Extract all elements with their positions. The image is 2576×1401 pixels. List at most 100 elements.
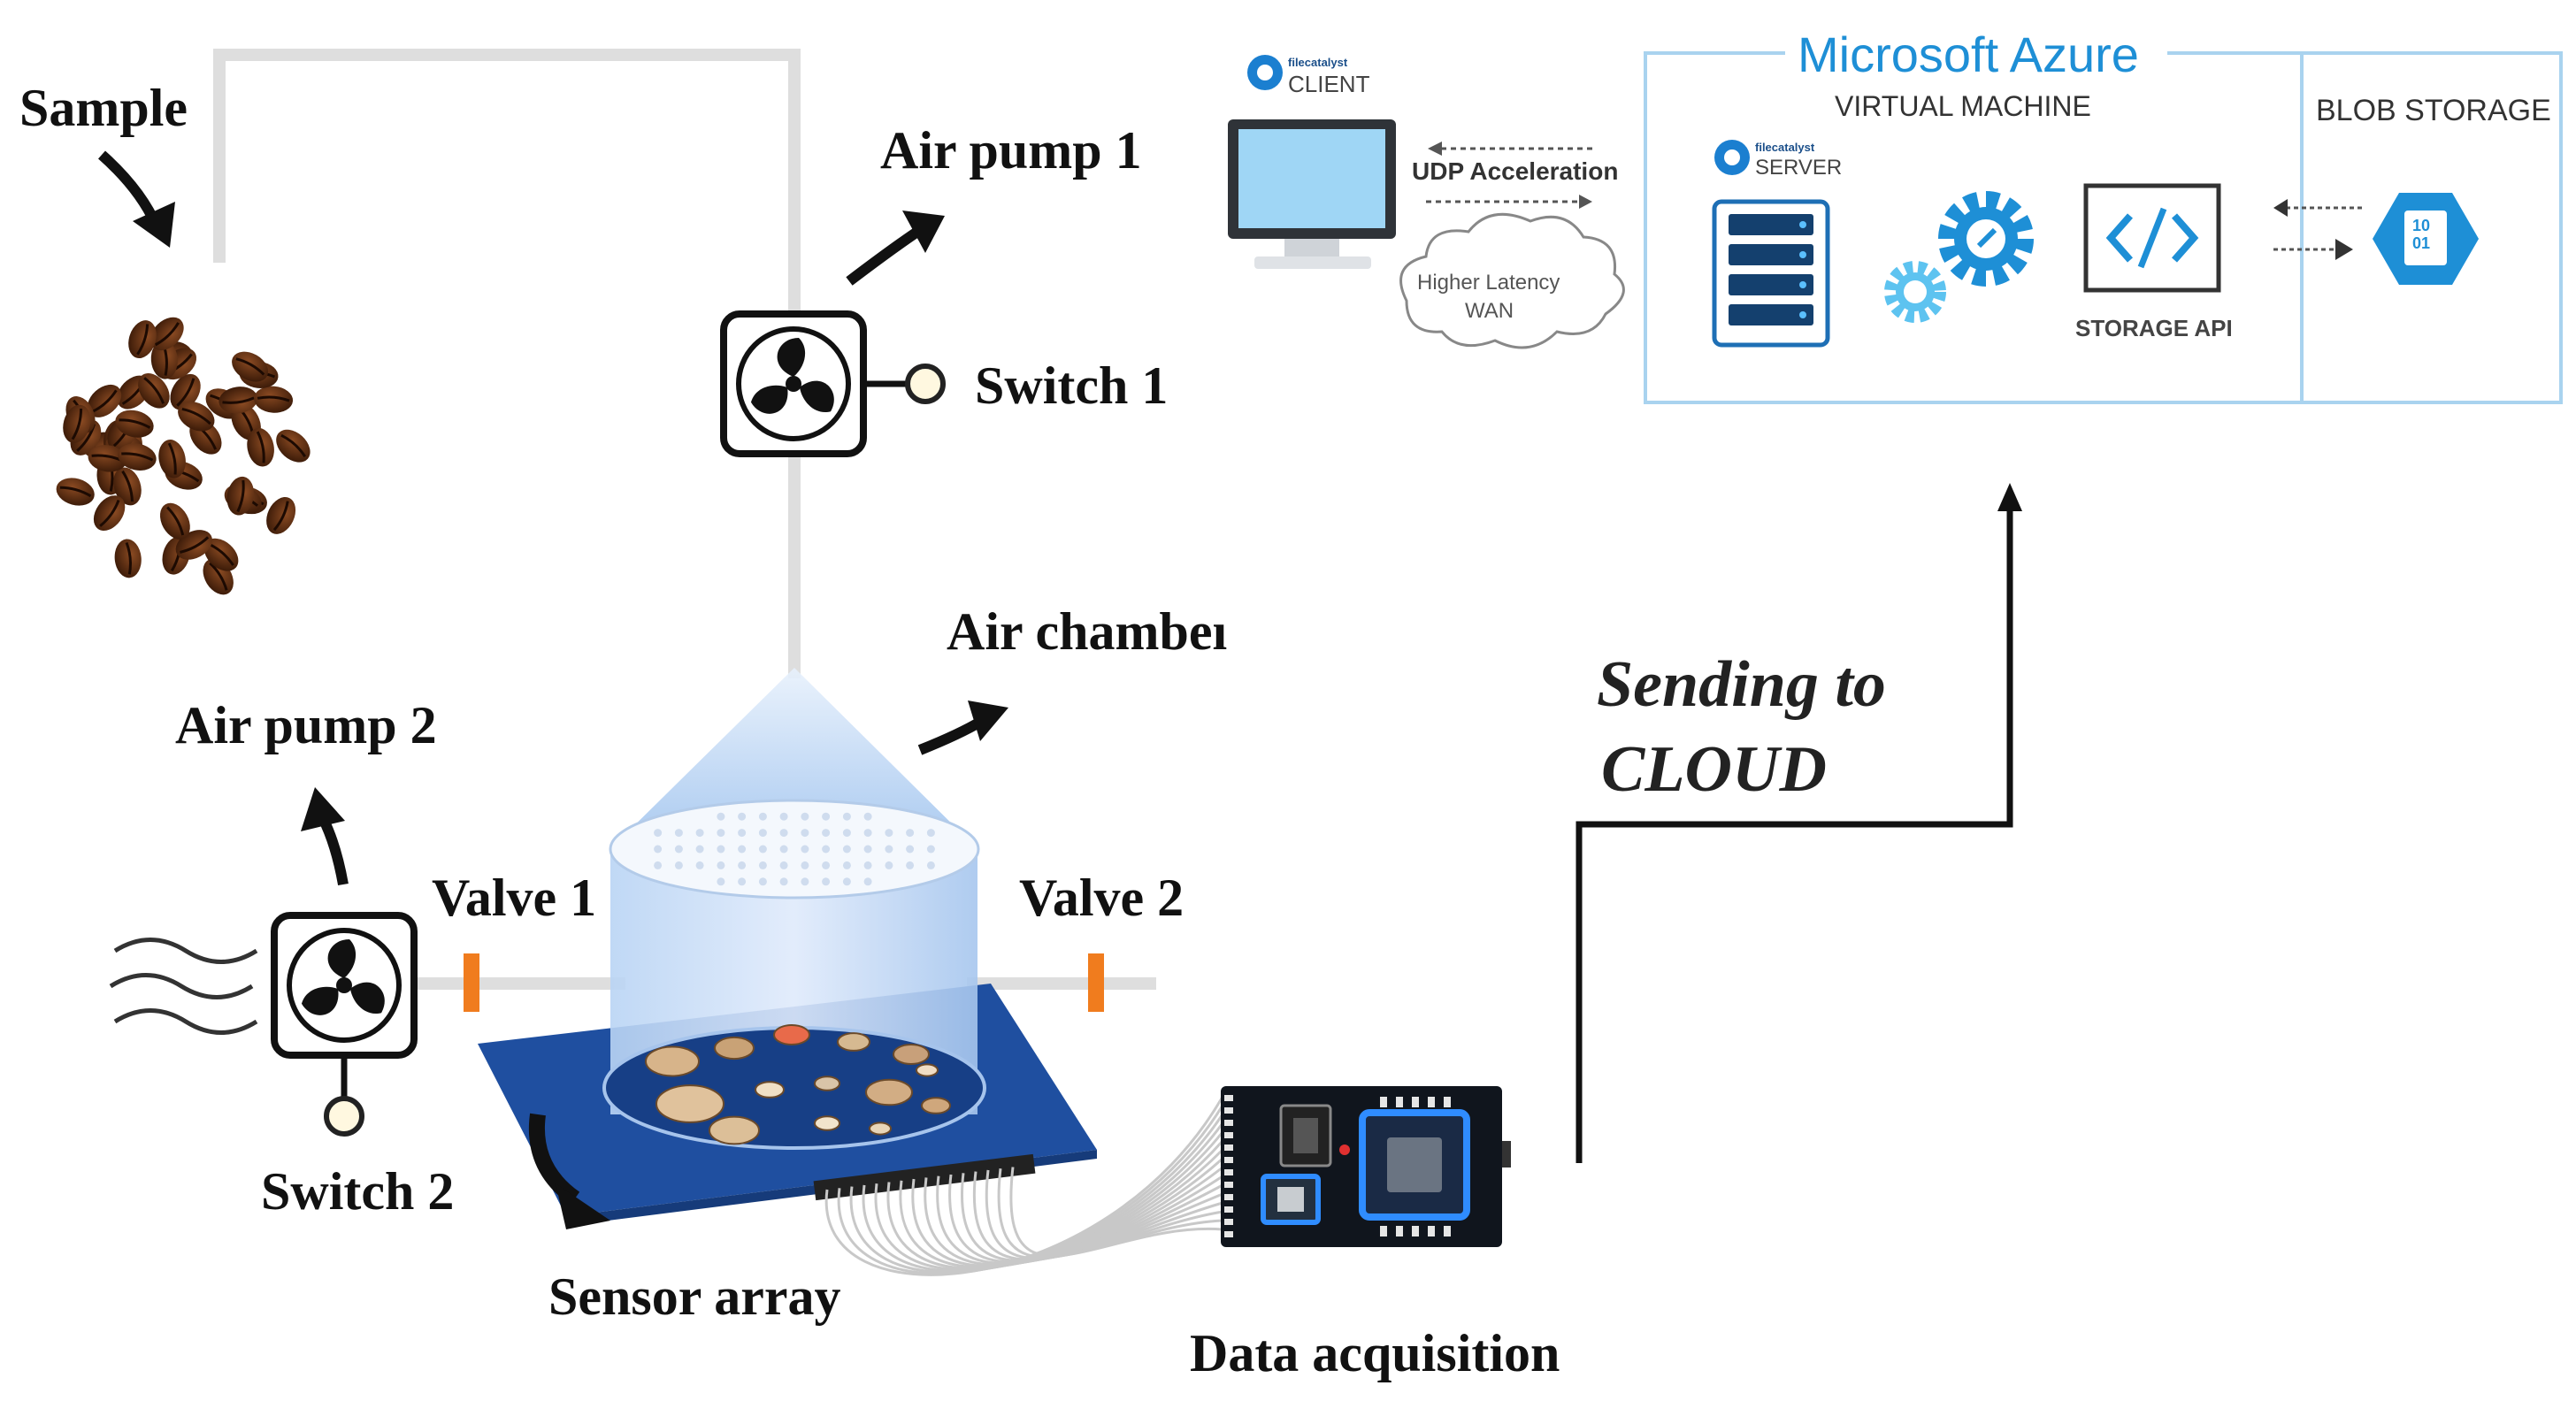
- wan-label-line1: Higher Latency: [1417, 271, 1560, 295]
- sensor-elements: [645, 1024, 951, 1145]
- chip-pin: [1396, 1097, 1403, 1107]
- chamber-hole: [926, 829, 935, 838]
- air-pump-1-fan-icon: [720, 310, 867, 457]
- blob-glyph-text: 10 01: [2412, 217, 2431, 252]
- filecatalyst-server-logo-icon: [1714, 140, 1750, 175]
- sensor-element: [837, 1032, 870, 1052]
- switch-1-knob: [905, 364, 946, 404]
- chamber-hole: [801, 845, 809, 854]
- chamber-hole: [717, 877, 725, 886]
- coffee-bean: [138, 373, 170, 409]
- chamber-hole: [738, 845, 747, 854]
- coffee-beans-image: [56, 317, 310, 595]
- coffee-bean: [113, 467, 142, 506]
- blob-storage-label: BLOB STORAGE: [2316, 94, 2551, 127]
- chamber-hole: [801, 861, 809, 869]
- storage-api-label: STORAGE API: [2075, 315, 2233, 341]
- chamber-hole: [842, 845, 851, 854]
- label-air-chamber: Air chambeı: [947, 602, 1228, 661]
- blob-storage-icon: [2373, 193, 2479, 285]
- sensor-element: [893, 1044, 930, 1065]
- chip-pin: [1444, 1226, 1451, 1236]
- chamber-hole: [906, 829, 915, 838]
- label-switch-1: Switch 1: [975, 356, 1169, 415]
- air-chamber-arrow-head: [968, 700, 1008, 741]
- chamber-hole: [863, 861, 872, 869]
- client-brand-text: filecatalyst: [1288, 56, 1348, 69]
- coffee-bean: [226, 476, 255, 516]
- chamber-hole: [779, 861, 788, 869]
- blob-arrow-left-head: [2273, 199, 2288, 217]
- sensor-element: [645, 1045, 700, 1077]
- sensor-element: [709, 1115, 760, 1145]
- chamber-hole: [822, 845, 831, 854]
- chip-pin: [1428, 1226, 1435, 1236]
- board-pin: [1224, 1132, 1233, 1138]
- chamber-hole: [779, 829, 788, 838]
- coffee-bean: [178, 402, 215, 432]
- label-sending-to: Sending to: [1597, 648, 1886, 721]
- chamber-hole: [717, 829, 725, 838]
- chamber-hole: [717, 812, 725, 821]
- chamber-hole: [779, 812, 788, 821]
- coffee-bean: [158, 440, 186, 478]
- air-pump-2-arrow: [318, 815, 349, 886]
- blob-arrows: [2273, 206, 2362, 251]
- client-label: CLIENT: [1288, 71, 1370, 97]
- chamber-hole: [695, 845, 704, 854]
- coffee-bean: [232, 351, 269, 382]
- board-pin: [1224, 1219, 1233, 1225]
- coffee-bean: [118, 443, 157, 471]
- chamber-hole: [863, 829, 872, 838]
- storage-api-code-icon: [2083, 183, 2221, 293]
- gear-large-icon: [1938, 191, 2034, 287]
- chamber-hole: [738, 829, 747, 838]
- chamber-hole: [717, 845, 725, 854]
- chamber-hole: [842, 812, 851, 821]
- chamber-hole: [885, 861, 893, 869]
- coffee-bean: [87, 384, 122, 417]
- udp-arrow-right-head: [1579, 195, 1592, 209]
- coffee-bean: [56, 478, 95, 506]
- azure-panel: [1644, 32, 2563, 404]
- chip-pin: [1412, 1097, 1419, 1107]
- label-sample: Sample: [19, 79, 188, 137]
- sensor-element: [773, 1024, 810, 1045]
- sensor-element: [869, 1122, 892, 1136]
- airflow-waves-icon: [109, 938, 258, 1035]
- chamber-hole: [926, 861, 935, 869]
- label-switch-2: Switch 2: [261, 1162, 455, 1221]
- coffee-bean: [170, 373, 201, 410]
- cable-wire: [1009, 1167, 1223, 1258]
- coffee-bean: [159, 502, 190, 540]
- virtual-machine-label: VIRTUAL MACHINE: [1835, 90, 2091, 122]
- sensor-element: [921, 1097, 951, 1114]
- chamber-hole: [654, 861, 663, 869]
- chamber-hole: [906, 845, 915, 854]
- air-chamber-arrow: [917, 716, 985, 755]
- chamber-hole: [863, 877, 872, 886]
- label-valve-2: Valve 2: [1019, 869, 1184, 927]
- chamber-hole: [674, 861, 683, 869]
- wan-cloud-icon: [1399, 212, 1625, 349]
- label-air-pump-2: Air pump 2: [175, 696, 437, 754]
- coffee-bean: [266, 496, 296, 534]
- chamber-hole: [885, 845, 893, 854]
- coffee-bean: [150, 317, 184, 351]
- chamber-hole: [738, 877, 747, 886]
- chamber-hole: [674, 829, 683, 838]
- gear-small-icon: [1884, 261, 1946, 323]
- coffee-bean: [254, 386, 294, 413]
- chamber-hole: [758, 861, 767, 869]
- chip-pin: [1412, 1226, 1419, 1236]
- chamber-hole: [801, 829, 809, 838]
- board-pin: [1224, 1120, 1233, 1126]
- coffee-bean: [203, 538, 239, 571]
- udp-arrow-left-head: [1428, 142, 1442, 156]
- udp-arrows: [1426, 147, 1592, 203]
- chip-pin: [1380, 1097, 1387, 1107]
- chip-pin: [1396, 1226, 1403, 1236]
- sensor-element: [814, 1115, 840, 1131]
